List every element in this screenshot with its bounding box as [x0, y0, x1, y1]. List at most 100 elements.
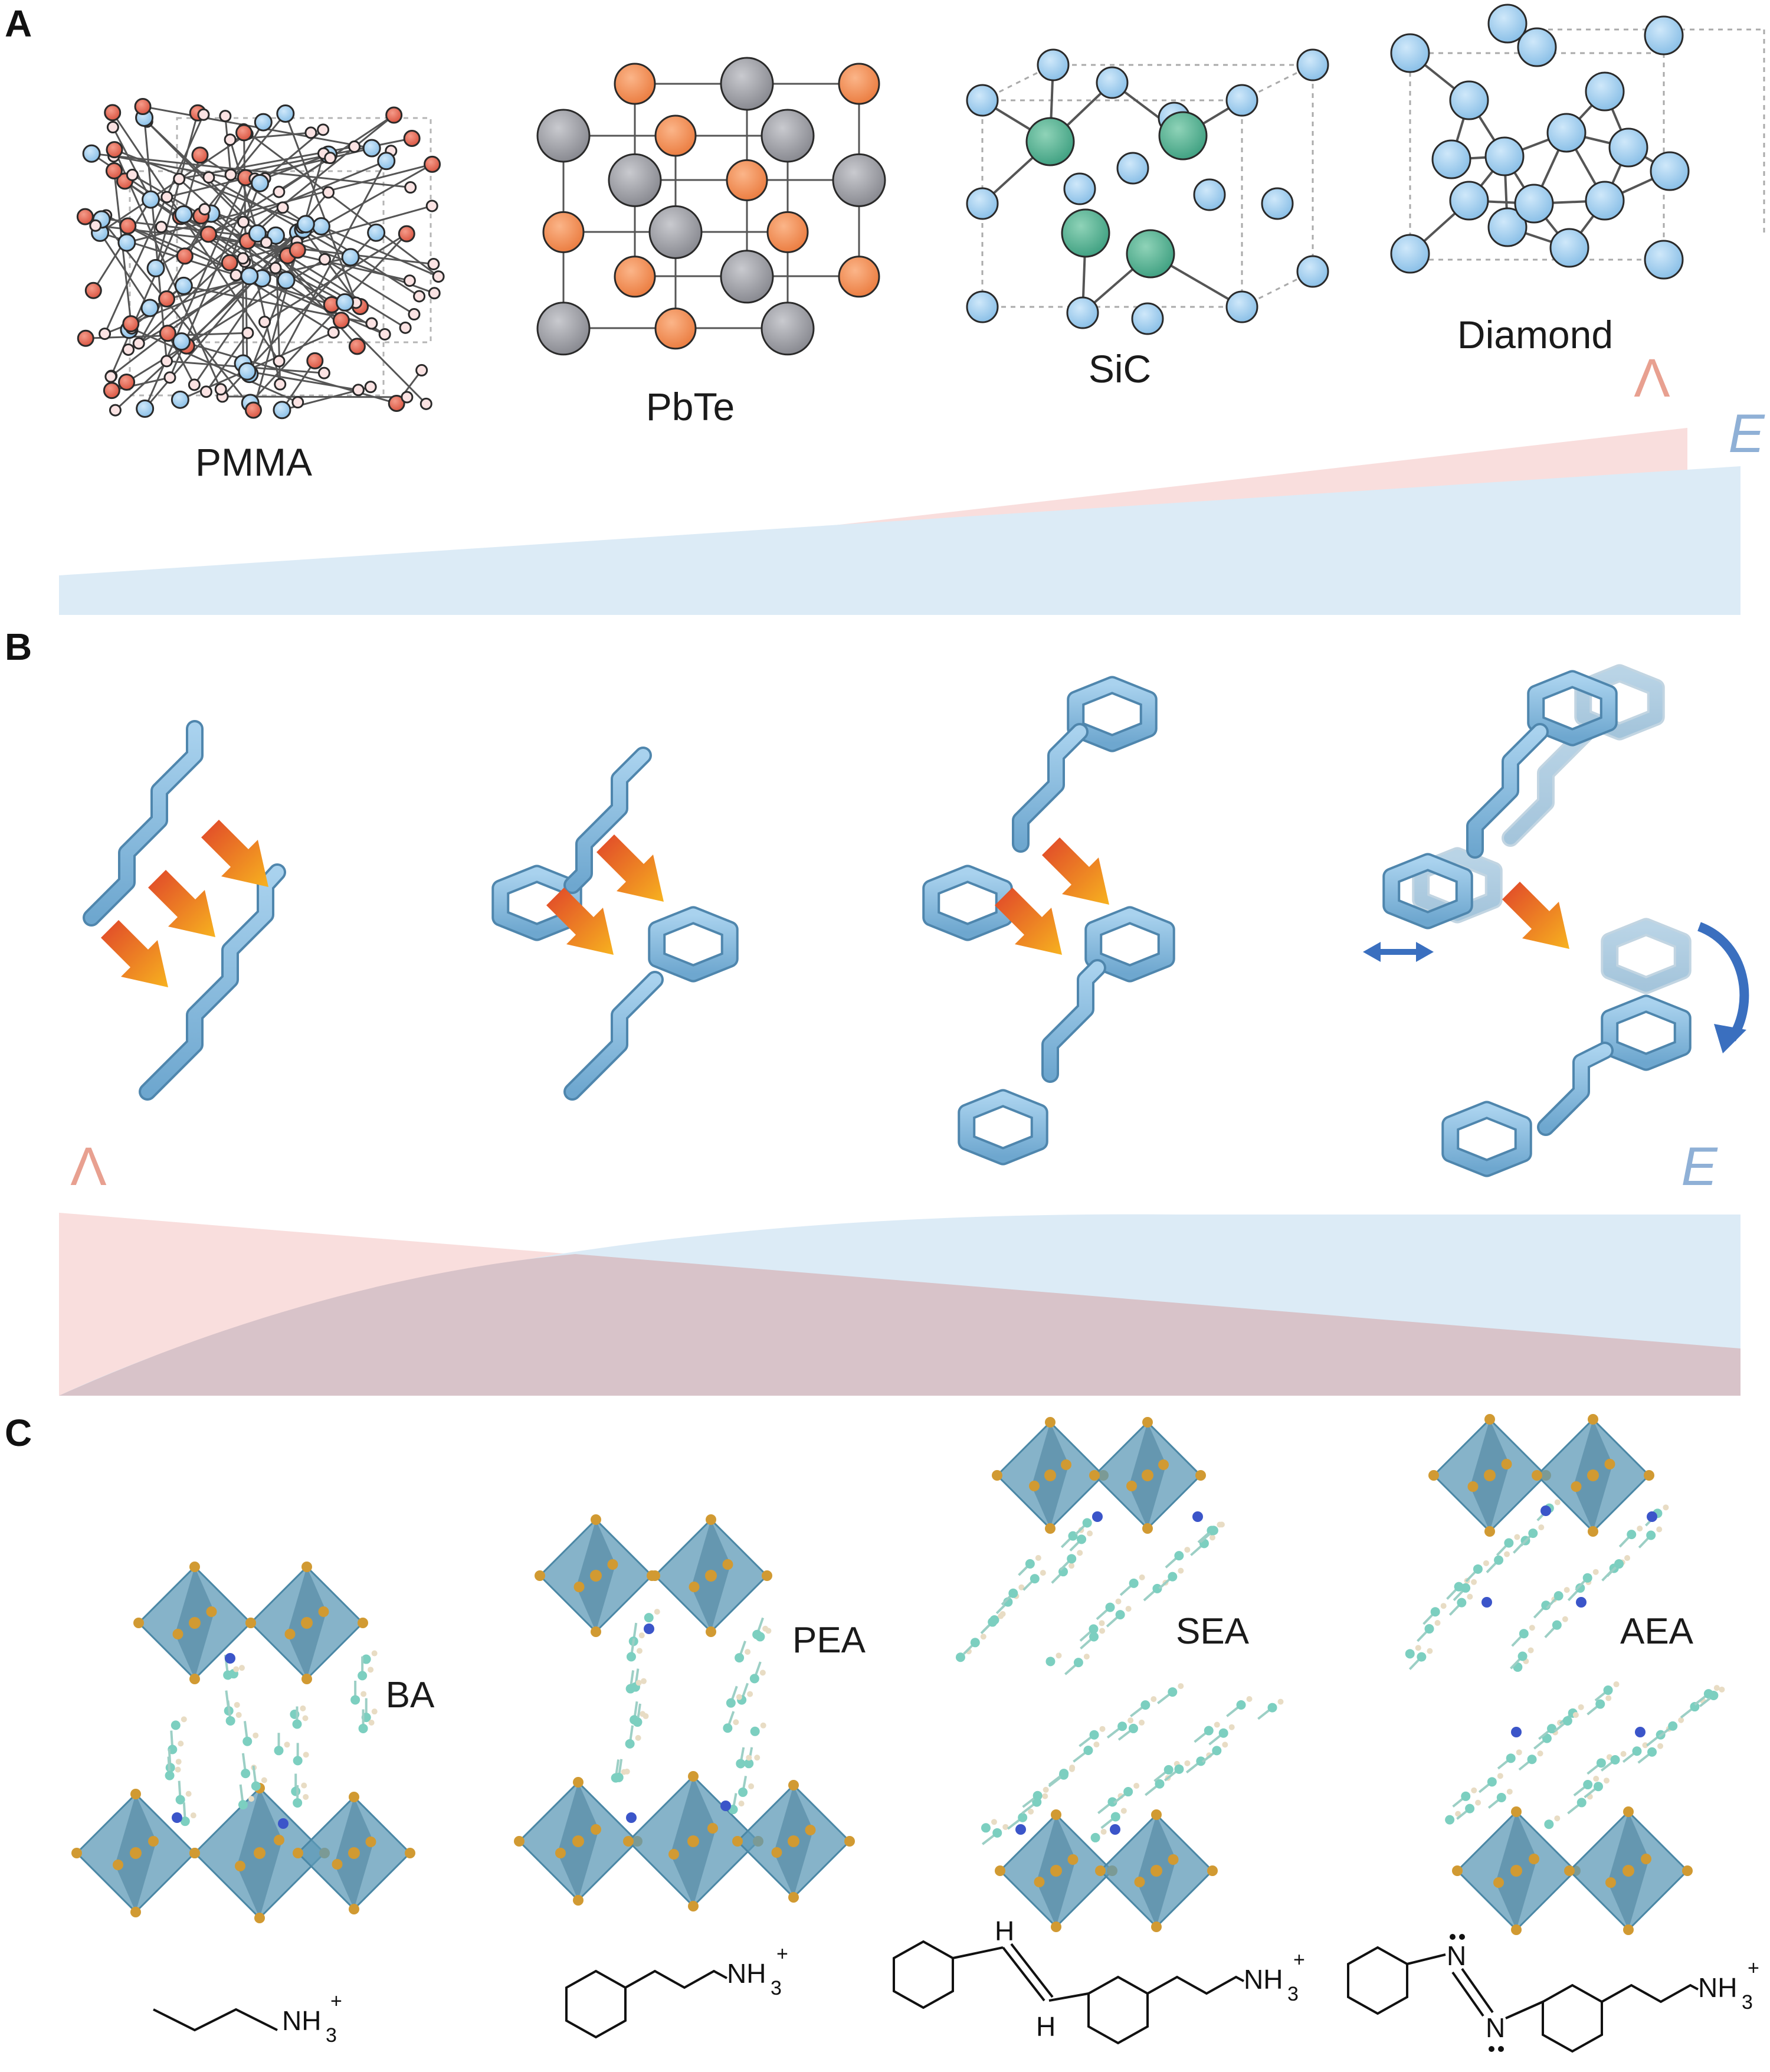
heat-arrow [101, 920, 168, 987]
carbon-atom [1105, 1602, 1115, 1612]
hydrogen-atom [759, 1670, 766, 1676]
hydrogen-atom [1506, 1788, 1513, 1795]
hydrogen-atom [1624, 1555, 1631, 1562]
iodide-atom [235, 1861, 245, 1871]
carbon-atom [1583, 1780, 1593, 1790]
carbon-atom [1068, 1531, 1078, 1541]
bond [143, 117, 168, 362]
molecule-label-pea: PEA [792, 1620, 866, 1661]
nitrogen-atom [225, 1653, 235, 1664]
hydrogen-atom [160, 191, 173, 204]
hydrogen-atom [1434, 1620, 1441, 1626]
hydrogen-atom [1077, 1550, 1083, 1556]
nitrogen-atom [626, 1812, 637, 1823]
iodide-atom [706, 1514, 716, 1525]
carbon-atom [146, 258, 165, 277]
hydrogen-atom [403, 274, 416, 287]
hydrogen-atom [419, 397, 432, 410]
carbon-atom [1668, 1721, 1678, 1731]
carbon-atom [1504, 1538, 1514, 1548]
carbon-atom [1644, 15, 1684, 55]
si-atom [966, 290, 999, 323]
hydrogen-atom [1529, 1625, 1535, 1631]
carbon-atom [254, 113, 273, 132]
hydrogen-atom [1467, 1593, 1473, 1600]
carbon-atom [341, 248, 360, 267]
bond [104, 114, 205, 335]
carbon-atom [1627, 1530, 1637, 1540]
hydrogen-atom [160, 355, 173, 368]
hydrogen-atom [122, 343, 135, 356]
hydrogen-atom [1138, 1719, 1145, 1726]
formula-sea-h1: H [995, 1916, 1014, 1946]
carbon-atom [1487, 4, 1528, 44]
hydrogen-atom [188, 378, 201, 391]
hydrogen-atom [324, 152, 337, 165]
panel-a-letter: A [5, 2, 32, 45]
carbon-atom [744, 1759, 754, 1769]
carbon-atom [749, 1674, 759, 1684]
carbon-atom [1528, 1528, 1538, 1539]
carbon-atom [1390, 234, 1430, 274]
lambda-symbol-b: Λ [70, 1137, 106, 1197]
si-atom [1296, 255, 1329, 288]
iodide-atom [1095, 1865, 1106, 1876]
formula-sea-h2: H [1036, 2011, 1056, 2042]
carbon-atom [172, 332, 191, 351]
bond [250, 233, 408, 404]
te-atom [542, 211, 585, 253]
carbon-atom [1527, 1755, 1537, 1765]
hydrogen-atom [738, 1801, 745, 1807]
hydrogen-atom [1125, 1606, 1132, 1612]
oxygen-atom [221, 254, 238, 271]
si-atom [1063, 172, 1096, 205]
bond [99, 133, 248, 234]
oxygen-atom [159, 325, 176, 342]
iodide-atom [650, 1570, 660, 1581]
hydrogen-atom [302, 1715, 309, 1721]
carbon-atom [1083, 1746, 1093, 1756]
rotation-arrow [1697, 922, 1749, 1042]
si-atom [1066, 296, 1099, 329]
hydrogen-atom [155, 221, 168, 234]
iodide-atom [1682, 1865, 1693, 1876]
hydrogen-atom [322, 186, 335, 199]
hydrogen-atom [1592, 1569, 1599, 1575]
oxygen-atom [348, 338, 366, 355]
hydrogen-atom [185, 1791, 192, 1797]
carbon-atom [1690, 1702, 1700, 1712]
panel-c: C BA PEA SEA AEA NH 3 + NH 3 + H H [5, 1412, 1759, 2053]
iodide-atom [1051, 1809, 1061, 1820]
si-atom [1296, 48, 1329, 81]
carbon-atom [1155, 1779, 1165, 1789]
oxygen-atom [84, 281, 102, 299]
iodide-atom [707, 1823, 718, 1834]
carbon-atom [1204, 1726, 1214, 1736]
iodide-atom [358, 1618, 368, 1628]
hydrogen-atom [1028, 1808, 1034, 1815]
hydrogen-atom [284, 1742, 290, 1748]
hydrogen-atom [1471, 1579, 1477, 1585]
c-atom [1126, 229, 1175, 279]
iodide-atom [1511, 1924, 1522, 1935]
carbon-atom [1067, 1554, 1077, 1564]
carbon-atom [723, 1723, 733, 1733]
panel-c-letter: C [5, 1412, 32, 1454]
carbon-atom [1115, 1610, 1125, 1620]
benzene-ring [1444, 1103, 1530, 1175]
hydrogen-atom [1603, 1778, 1610, 1784]
hydrogen-atom [1040, 1570, 1046, 1576]
iodide-atom [1641, 1854, 1651, 1864]
hydrogen-atom [274, 378, 287, 391]
carbon-atom [277, 271, 296, 290]
hydrogen-atom [258, 315, 271, 328]
hydrogen-atom [163, 371, 176, 384]
bond [320, 225, 439, 277]
carbon-atom [1544, 1819, 1554, 1829]
hydrogen-atom [233, 1666, 240, 1672]
nitrogen-atom [720, 1801, 731, 1811]
pmma-structure [76, 97, 445, 420]
iodide-atom [1501, 1459, 1512, 1469]
panel-a: A PMMA PbTe SiC Diamond Λ E [5, 2, 1765, 615]
carbon-atom [1603, 1685, 1613, 1695]
